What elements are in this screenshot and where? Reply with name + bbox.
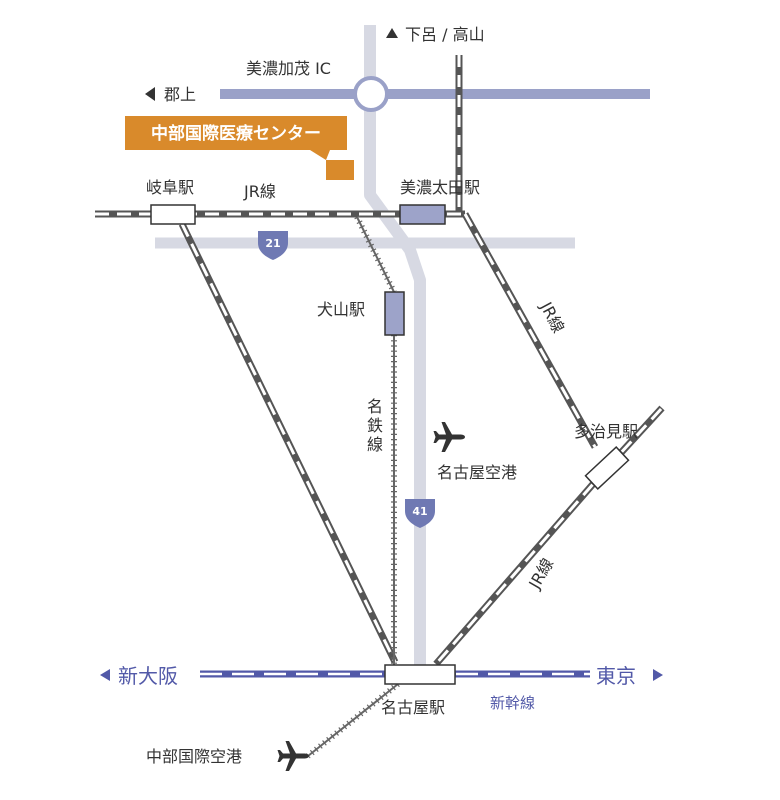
direction-shin-osaka: 新大阪 (118, 664, 178, 688)
road-layer (155, 25, 575, 665)
destination-callout: 中部国際医療センター (125, 116, 354, 180)
jr-line-chuo (433, 465, 610, 667)
station-nagoya (384, 664, 456, 685)
arrow-up-icon (386, 28, 398, 38)
svg-text:41: 41 (412, 505, 427, 518)
station-minoota (399, 204, 446, 225)
station-label-tajimi: 多治見駅 (574, 422, 638, 441)
destination-label: 中部国際医療センター (151, 123, 321, 144)
station-label-gifu: 岐阜駅 (146, 178, 194, 197)
interchange-label: 美濃加茂 IC (246, 59, 331, 78)
arrow-left-icon-osaka (100, 669, 110, 681)
direction-gujo: 郡上 (164, 85, 196, 104)
station-inuyama (384, 291, 405, 336)
airport-label-chubu: 中部国際空港 (146, 747, 242, 766)
airport-label-nagoya: 名古屋空港 (437, 463, 517, 482)
airplane-icon (277, 741, 309, 771)
station-tajimi (584, 446, 630, 490)
line-label-jr-right-upper: JR線 (536, 298, 568, 336)
road-route-41 (364, 25, 426, 665)
airplane-icon (433, 422, 465, 452)
direction-gero-takayama: 下呂 / 高山 (405, 25, 485, 44)
line-label-jr-top: JR線 (243, 182, 276, 201)
arrow-left-icon-gujo (145, 87, 155, 101)
meitetsu-lines (306, 215, 400, 759)
direction-tokyo: 東京 (596, 664, 636, 688)
line-label-meitetsu: 名鉄線 (367, 397, 383, 454)
station-label-inuyama: 犬山駅 (317, 300, 365, 319)
svg-text:21: 21 (265, 237, 280, 250)
station-label-minoota: 美濃太田駅 (400, 178, 480, 197)
arrow-right-icon-tokyo (653, 669, 663, 681)
station-label-nagoya: 名古屋駅 (381, 698, 445, 717)
destination-marker (326, 160, 354, 180)
route-41-shield: 41 (405, 499, 435, 528)
route-21-shield: 21 (258, 231, 288, 260)
station-gifu (150, 204, 196, 225)
interchange-marker (353, 76, 389, 112)
line-label-shinkansen: 新幹線 (490, 694, 535, 712)
